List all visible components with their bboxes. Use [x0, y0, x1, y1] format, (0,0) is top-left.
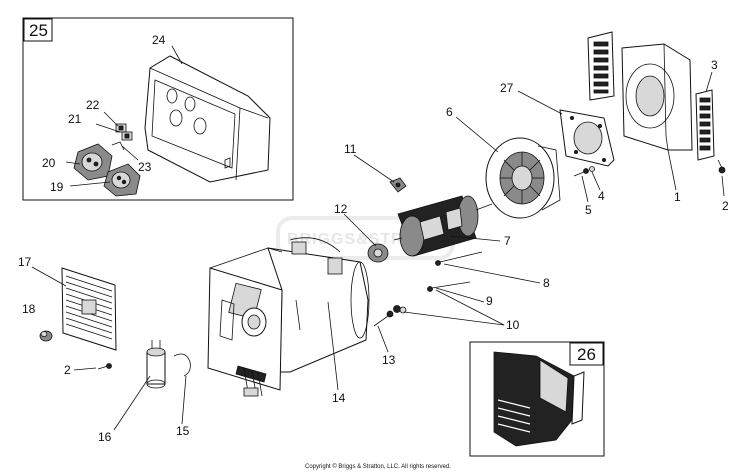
part-3-louver-plate — [695, 89, 715, 161]
callout-2-left: 2 — [64, 363, 71, 377]
part-9-through-bolt — [427, 281, 471, 292]
part-26-end-cover-assembly — [493, 351, 585, 447]
callout-17: 17 — [18, 255, 32, 269]
part-2-screw-right — [717, 159, 726, 174]
callout-20: 20 — [42, 156, 56, 170]
callout-16: 16 — [98, 430, 112, 444]
callout-13: 13 — [382, 353, 396, 367]
callout-12: 12 — [334, 202, 348, 216]
part-27-bracket — [559, 109, 615, 167]
part-4-5-screw-washer — [573, 166, 595, 177]
callout-19: 19 — [50, 180, 64, 194]
part-7-rotor — [393, 195, 493, 257]
part-18-knob — [39, 330, 53, 342]
callout-7: 7 — [504, 234, 511, 248]
callout-5: 5 — [585, 203, 592, 217]
box-25-label: 25 — [29, 21, 48, 40]
callout-18: 18 — [22, 302, 36, 316]
callout-6: 6 — [446, 105, 453, 119]
callout-11: 11 — [344, 142, 357, 156]
part-2-screw-left — [97, 363, 112, 370]
inset-box-25: 25 — [22, 17, 294, 201]
callout-21: 21 — [68, 112, 82, 126]
part-13-stud — [373, 310, 394, 327]
callout-3: 3 — [711, 58, 718, 72]
callout-22: 22 — [86, 98, 100, 112]
part-16-capacitor — [146, 340, 166, 389]
part-24-control-panel — [144, 55, 271, 183]
part-17-end-grille — [61, 267, 117, 351]
callout-23: 23 — [138, 160, 152, 174]
part-21-22-23-small-parts — [111, 123, 133, 151]
callout-14: 14 — [332, 391, 346, 405]
copyright-text: Copyright © Briggs & Stratton, LLC. All … — [305, 463, 451, 470]
part-12-bearing — [367, 243, 389, 263]
callout-1: 1 — [674, 190, 681, 204]
top-louver-plate — [587, 31, 615, 101]
callout-24: 24 — [152, 33, 166, 47]
part-1-end-cover — [621, 43, 693, 151]
callout-15: 15 — [176, 424, 190, 438]
callout-8: 8 — [543, 276, 550, 290]
callout-10: 10 — [506, 318, 520, 332]
callout-2-right: 2 — [722, 199, 729, 213]
part-19-20-outlets — [73, 143, 141, 197]
part-8-through-bolt — [435, 251, 483, 266]
box-26-label: 26 — [577, 345, 596, 364]
callout-numbers: 24 22 21 23 20 19 17 18 2 16 15 14 13 10… — [18, 33, 729, 444]
part-6-fan — [485, 137, 561, 219]
part-15-clamp — [173, 353, 191, 377]
inset-box-26: 26 — [469, 341, 605, 457]
leader-lines — [31, 45, 725, 431]
part-11-brush — [389, 177, 407, 193]
part-10-nuts — [393, 305, 407, 314]
callout-9: 9 — [486, 294, 493, 308]
callout-27: 27 — [500, 81, 514, 95]
callout-4: 4 — [598, 189, 605, 203]
part-14-stator-housing — [207, 237, 370, 397]
